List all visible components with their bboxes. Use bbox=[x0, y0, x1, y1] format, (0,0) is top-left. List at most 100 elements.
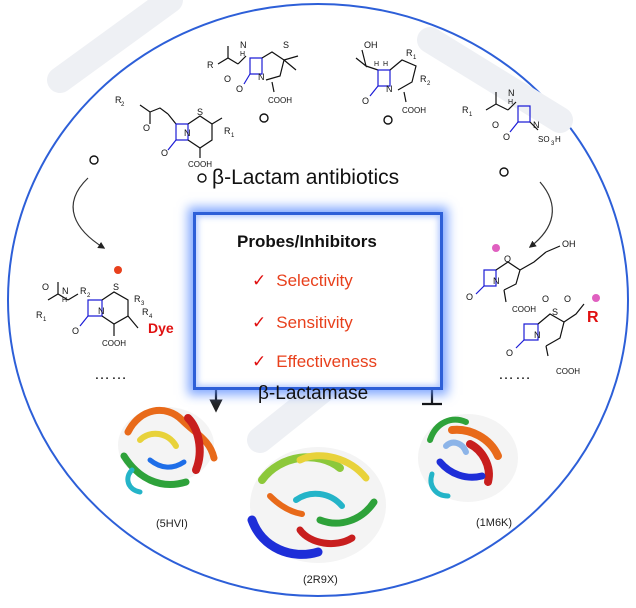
svg-text:O: O bbox=[143, 123, 150, 133]
penicillin-structure bbox=[217, 46, 299, 93]
svg-text:N: N bbox=[534, 330, 541, 340]
svg-text:N: N bbox=[493, 276, 500, 286]
svg-text:1: 1 bbox=[43, 317, 47, 323]
svg-text:N: N bbox=[240, 40, 247, 50]
svg-text:OH: OH bbox=[364, 40, 378, 50]
svg-text:R: R bbox=[207, 60, 214, 70]
svg-text:O: O bbox=[236, 84, 243, 94]
svg-text:N: N bbox=[508, 88, 515, 98]
open-marker-class-label bbox=[197, 173, 207, 183]
probe-labels: O N H R 1 R 2 S R 3 R 4 N O COOH bbox=[36, 282, 153, 348]
svg-text:H: H bbox=[374, 61, 379, 68]
svg-text:H: H bbox=[508, 99, 513, 106]
open-marker-monobactam bbox=[499, 167, 509, 177]
svg-text:O: O bbox=[72, 326, 79, 336]
arrow-right-curve bbox=[528, 181, 553, 248]
svg-text:COOH: COOH bbox=[512, 305, 536, 314]
svg-text:2: 2 bbox=[427, 81, 431, 87]
svg-text:OH: OH bbox=[562, 239, 576, 249]
protein-5hvi bbox=[118, 407, 218, 495]
cephalosporin-labels: R 2 O S N O COOH R 1 bbox=[115, 95, 235, 169]
check-icon: ✓ bbox=[252, 313, 267, 332]
criterion-label: Selectivity bbox=[276, 271, 353, 290]
svg-text:H: H bbox=[555, 135, 561, 144]
more-probes-ellipsis: …… bbox=[94, 366, 128, 383]
svg-text:O: O bbox=[362, 96, 369, 106]
criterion-effectiveness: ✓Effectiveness bbox=[252, 352, 377, 372]
svg-text:R: R bbox=[420, 74, 427, 84]
antibiotic-class-label: β-Lactam antibiotics bbox=[212, 166, 400, 189]
penicillin-labels: R O N H S N O COOH bbox=[207, 40, 292, 105]
monobactam-labels: R 1 O N H N O SO 3 H bbox=[462, 88, 561, 147]
svg-text:COOH: COOH bbox=[556, 367, 580, 376]
svg-text:N: N bbox=[258, 72, 265, 82]
svg-text:H: H bbox=[62, 297, 67, 304]
svg-text:COOH: COOH bbox=[188, 160, 212, 169]
sulbactam-structure bbox=[515, 303, 585, 357]
svg-text:O: O bbox=[504, 254, 511, 264]
enzyme-label: β-Lactamase bbox=[258, 383, 369, 404]
svg-text:R: R bbox=[406, 48, 413, 58]
svg-text:N: N bbox=[62, 286, 69, 296]
svg-text:1: 1 bbox=[469, 112, 473, 118]
svg-text:COOH: COOH bbox=[402, 106, 426, 115]
svg-text:S: S bbox=[283, 40, 289, 50]
pdb-code-5hvi: (5HVI) bbox=[156, 518, 188, 530]
svg-text:S: S bbox=[552, 307, 558, 317]
svg-text:O: O bbox=[224, 74, 231, 84]
criterion-selectivity: ✓ Selectivity bbox=[252, 271, 353, 291]
svg-text:O: O bbox=[503, 132, 510, 142]
arrow-left-curve bbox=[72, 177, 106, 249]
svg-text:S: S bbox=[197, 107, 203, 117]
inhibitor-marker-dot-2 bbox=[592, 294, 600, 302]
monobactam-structure bbox=[485, 92, 539, 133]
svg-text:O: O bbox=[506, 348, 513, 358]
svg-text:H: H bbox=[383, 61, 388, 68]
svg-text:3: 3 bbox=[141, 301, 145, 307]
open-marker-carbapenem bbox=[383, 115, 393, 125]
inhibitor-marker-dot-1 bbox=[492, 244, 500, 252]
probes-inhibitors-box bbox=[193, 212, 443, 390]
svg-text:S: S bbox=[113, 282, 119, 292]
svg-text:N: N bbox=[184, 128, 191, 138]
svg-text:H: H bbox=[240, 51, 245, 58]
pdb-code-1m6k: (1M6K) bbox=[476, 517, 513, 529]
svg-text:R: R bbox=[134, 294, 141, 304]
cephalosporin-structure bbox=[139, 104, 223, 158]
svg-text:2: 2 bbox=[121, 102, 125, 108]
carbapenem-labels: OH H H R 1 R 2 N O COOH bbox=[362, 40, 431, 115]
protein-2r9x bbox=[247, 447, 386, 563]
check-icon: ✓ bbox=[252, 352, 267, 371]
svg-text:N: N bbox=[386, 84, 393, 94]
open-marker-penicillin bbox=[259, 113, 269, 123]
svg-text:1: 1 bbox=[413, 55, 417, 61]
clavulanate-labels: O N O OH COOH bbox=[466, 239, 576, 314]
svg-text:SO: SO bbox=[538, 135, 550, 144]
svg-text:R: R bbox=[142, 307, 149, 317]
svg-text:O: O bbox=[492, 120, 499, 130]
sulbactam-labels: O S O N O COOH bbox=[506, 294, 580, 376]
svg-text:R: R bbox=[36, 310, 43, 320]
protein-1m6k bbox=[418, 414, 518, 502]
check-icon: ✓ bbox=[252, 271, 267, 290]
svg-text:R: R bbox=[224, 126, 231, 136]
svg-text:O: O bbox=[466, 292, 473, 302]
enclosing-circle bbox=[7, 3, 629, 597]
r-group-label: R bbox=[587, 309, 599, 326]
svg-text:N: N bbox=[533, 120, 540, 130]
svg-text:O: O bbox=[42, 282, 49, 292]
probes-inhibitors-label: Probes/Inhibitors bbox=[237, 232, 377, 251]
svg-text:1: 1 bbox=[231, 133, 235, 139]
svg-text:O: O bbox=[564, 294, 571, 304]
svg-text:2: 2 bbox=[87, 293, 91, 299]
svg-text:COOH: COOH bbox=[102, 339, 126, 348]
criterion-label: Sensitivity bbox=[276, 313, 353, 332]
pdb-code-2r9x: (2R9X) bbox=[303, 574, 338, 586]
probe-structure bbox=[47, 282, 139, 336]
svg-text:4: 4 bbox=[149, 314, 153, 320]
svg-text:3: 3 bbox=[551, 141, 555, 147]
svg-text:R: R bbox=[462, 105, 469, 115]
probe-marker-dot bbox=[114, 266, 122, 274]
clavulanate-structure bbox=[475, 245, 561, 303]
